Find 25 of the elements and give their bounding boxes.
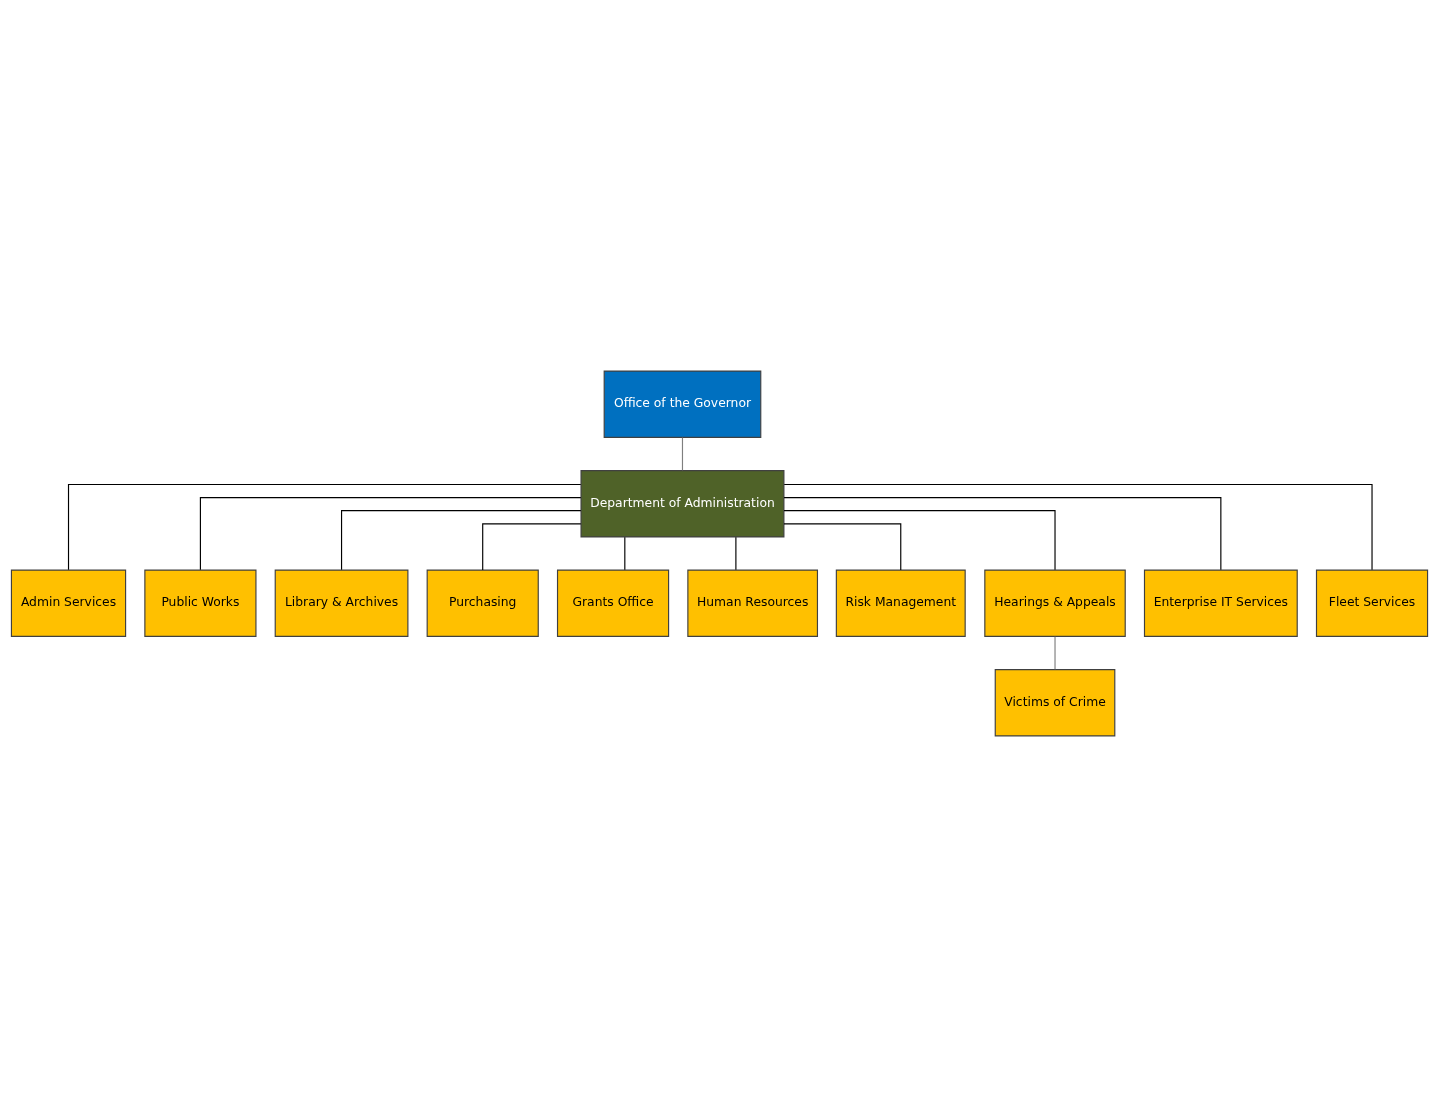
- connector: [1054, 635, 1056, 670]
- node-box: Admin Services: [10, 569, 127, 637]
- connector: [341, 509, 582, 570]
- node-box: Office of the Governor: [603, 370, 762, 438]
- connector: [681, 436, 684, 471]
- node-box: Victims of Crime: [994, 668, 1116, 736]
- node-box: Fleet Services: [1315, 569, 1429, 637]
- connector: [783, 483, 1373, 570]
- connector: [199, 496, 582, 570]
- connector: [624, 536, 626, 570]
- node-box: Risk Management: [835, 569, 966, 637]
- connector: [783, 509, 1056, 570]
- connector: [735, 536, 737, 570]
- node-box: Purchasing: [426, 569, 539, 637]
- connector: [783, 522, 902, 571]
- node-box: Library & Archives: [274, 569, 409, 637]
- node-box: Grants Office: [556, 569, 670, 637]
- connector: [67, 483, 582, 570]
- node-box: Human Resources: [687, 569, 819, 637]
- node-box: Department of Administration: [580, 469, 785, 537]
- connector: [783, 496, 1222, 570]
- connector: [482, 522, 582, 571]
- node-box: Public Works: [144, 569, 257, 637]
- node-box: Hearings & Appeals: [984, 569, 1126, 637]
- node-box: Enterprise IT Services: [1143, 569, 1298, 637]
